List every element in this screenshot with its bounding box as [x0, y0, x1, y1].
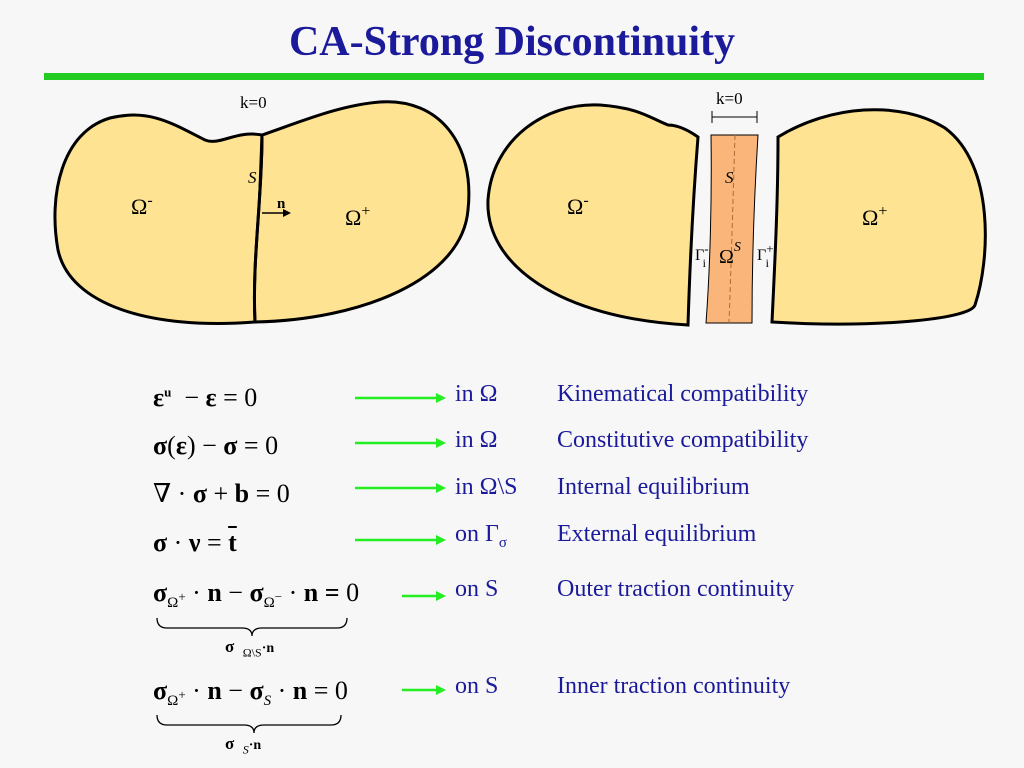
brace-label-outer: σ Ω\S·n	[225, 637, 275, 660]
title-underline	[44, 73, 984, 80]
equation-kinematic: εu − ε = 0	[153, 383, 258, 412]
normal-arrowhead	[283, 209, 291, 217]
right-k-label: k=0	[716, 89, 743, 108]
left-omega-minus: Ω-	[131, 192, 153, 219]
where-3: in Ω\S	[455, 474, 518, 500]
brace-label-inner: σ S·n	[225, 734, 262, 757]
underbrace-inner	[156, 714, 342, 734]
where-4: on Γσ	[455, 521, 507, 551]
left-discontinuity-line	[252, 134, 264, 323]
right-omega-minus: Ω-	[567, 192, 589, 219]
slide-title: CA-Strong Discontinuity	[288, 19, 736, 65]
discontinuity-diagram: k=0 S n Ω- Ω+ k=0 S Ω- Ω+ ΩS Γ-i Γ+i	[53, 89, 987, 327]
where-5: on S	[455, 576, 499, 602]
left-body-minus	[53, 113, 264, 325]
equation-constitutive: σ(ε) − σ = 0	[153, 431, 279, 460]
band-centerline	[728, 134, 736, 324]
left-omega-plus: Ω+	[345, 203, 370, 230]
desc-inner-traction: Inner traction continuity	[557, 673, 791, 699]
desc-constitutive: Constitutive compatibility	[557, 427, 809, 453]
right-body-plus	[770, 108, 987, 326]
where-6: on S	[455, 673, 499, 699]
right-omega-plus: Ω+	[862, 203, 887, 230]
band-omega-s: ΩS	[719, 240, 741, 268]
desc-kinematic: Kinematical compatibility	[557, 381, 809, 407]
right-surface-label: S	[725, 168, 734, 187]
underbrace-outer	[156, 617, 348, 637]
localization-band	[705, 134, 759, 324]
where-1: in Ω	[455, 381, 498, 407]
gamma-minus-label: Γ-i	[695, 241, 709, 270]
right-body-minus	[486, 103, 700, 327]
equation-internal-eq: ∇ · σ + b = 0	[153, 479, 290, 508]
left-surface-label: S	[248, 168, 257, 187]
left-k-label: k=0	[240, 93, 267, 112]
desc-outer-traction: Outer traction continuity	[557, 576, 795, 602]
equation-inner-traction: σΩ+ · n − σS · n = 0	[153, 676, 348, 710]
where-2: in Ω	[455, 427, 498, 453]
gamma-plus-label: Γ+i	[757, 241, 774, 270]
equation-outer-traction: σΩ+ · n − σΩ− · n = 0	[153, 578, 360, 612]
desc-external: External equilibrium	[557, 521, 757, 547]
desc-internal: Internal equilibrium	[557, 474, 750, 500]
equation-external-eq: σ · ν = t	[153, 528, 237, 557]
normal-label: n	[277, 196, 286, 212]
